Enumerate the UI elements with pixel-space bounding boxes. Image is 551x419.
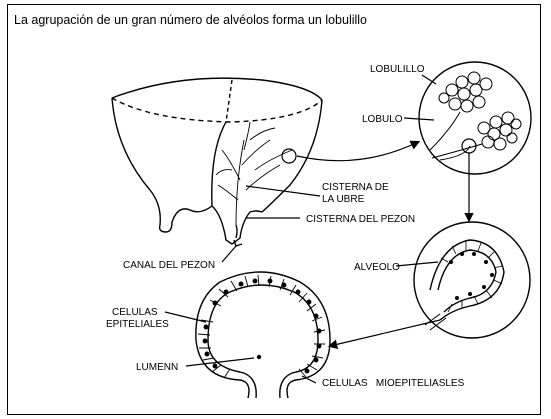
alveolus-cross-section <box>196 272 330 398</box>
label-lobulillo: LOBULILLO <box>370 64 425 75</box>
label-lobulo: LOBULO <box>362 114 403 125</box>
label-lumen: LUMENN <box>136 362 178 373</box>
label-celulas-epiteliales-line2: EPITELIALES <box>106 319 169 330</box>
label-celulas-epiteliales-line1: CELULAS <box>112 307 158 318</box>
label-cisterna-ubre-line2: LA UBRE <box>322 194 365 205</box>
label-canal-pezon: CANAL DEL PEZON <box>123 260 215 271</box>
label-alveolo: ALVEOLO <box>354 262 400 273</box>
label-cisterna-pezon: CISTERNA DEL PEZON <box>306 214 415 225</box>
alveolus-detail <box>414 222 530 338</box>
label-celulas-mioepiteliales: CELULAS MIOEPITELIASLES <box>322 378 465 389</box>
udder-illustration <box>112 78 322 246</box>
lobule-detail <box>419 62 531 174</box>
label-cisterna-ubre-line1: CISTERNA DE <box>322 182 389 193</box>
